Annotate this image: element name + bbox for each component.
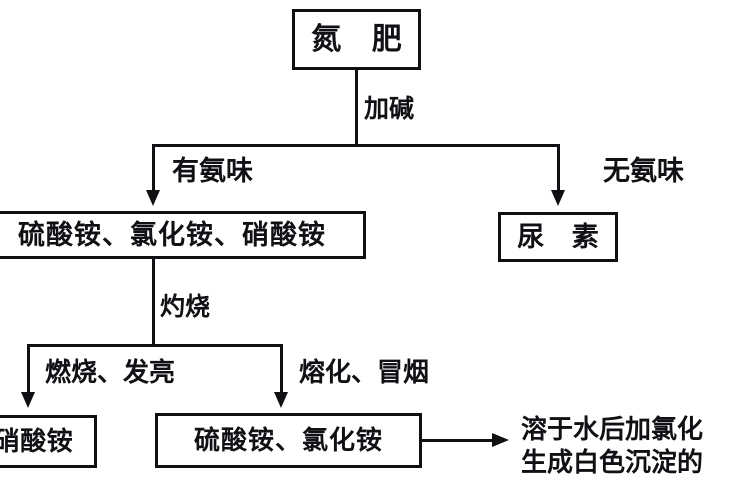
edge-label-no-ammonia-smell: 无氨味 — [603, 156, 684, 187]
connector-split-bar-alkali — [152, 144, 560, 147]
arrowhead-melt-smoke — [274, 392, 288, 408]
edge-label-has-ammonia-smell: 有氨味 — [172, 156, 253, 187]
connector-drop-right-no-ammonia — [557, 144, 560, 194]
node-ammonium-nitrate-label: 硝酸铵 — [0, 426, 74, 457]
node-sulfate-chloride: 硫酸铵、氯化铵 — [155, 413, 422, 468]
node-urea: 尿 素 — [498, 212, 618, 262]
connector-to-precipitate-note — [422, 439, 494, 442]
node-sulfate-chloride-label: 硫酸铵、氯化铵 — [193, 425, 383, 456]
node-nitrogen-fertilizer: 氮 肥 — [292, 9, 421, 70]
node-ammonium-salt-group: 硫酸铵、氯化铵、硝酸铵 — [0, 211, 366, 259]
connector-drop-left-ammonia — [152, 144, 155, 194]
node-ammonium-nitrate: 硝酸铵 — [0, 415, 97, 468]
connector-fertilizer-stem — [355, 70, 358, 146]
edge-label-melt-smoke: 熔化、冒烟 — [299, 358, 430, 388]
node-urea-label: 尿 素 — [517, 221, 608, 253]
node-ammonium-salt-group-label: 硫酸铵、氯化铵、硝酸铵 — [18, 219, 326, 251]
connector-ammonium-stem — [152, 259, 155, 346]
annotation-white-precipitate-line1: 溶于水后加氯化 — [521, 415, 704, 445]
connector-split-bar-ignite — [27, 344, 282, 347]
edge-label-add-alkali: 加碱 — [364, 94, 415, 123]
node-nitrogen-fertilizer-label: 氮 肥 — [311, 21, 412, 57]
arrowhead-precipitate-note — [492, 433, 509, 447]
edge-label-burn-bright: 燃烧、发亮 — [45, 358, 176, 388]
edge-label-ignite: 灼烧 — [160, 292, 211, 321]
annotation-white-precipitate-line2: 生成白色沉淀的 — [521, 448, 704, 479]
arrowhead-no-ammonia — [551, 190, 565, 206]
connector-drop-right-melt — [280, 344, 283, 396]
annotation-white-precipitate: 溶于水后加氯化 生成白色沉淀的 — [521, 414, 703, 481]
arrowhead-burn-bright — [21, 392, 35, 408]
connector-drop-left-burn — [27, 344, 30, 396]
arrowhead-has-ammonia — [146, 190, 160, 206]
